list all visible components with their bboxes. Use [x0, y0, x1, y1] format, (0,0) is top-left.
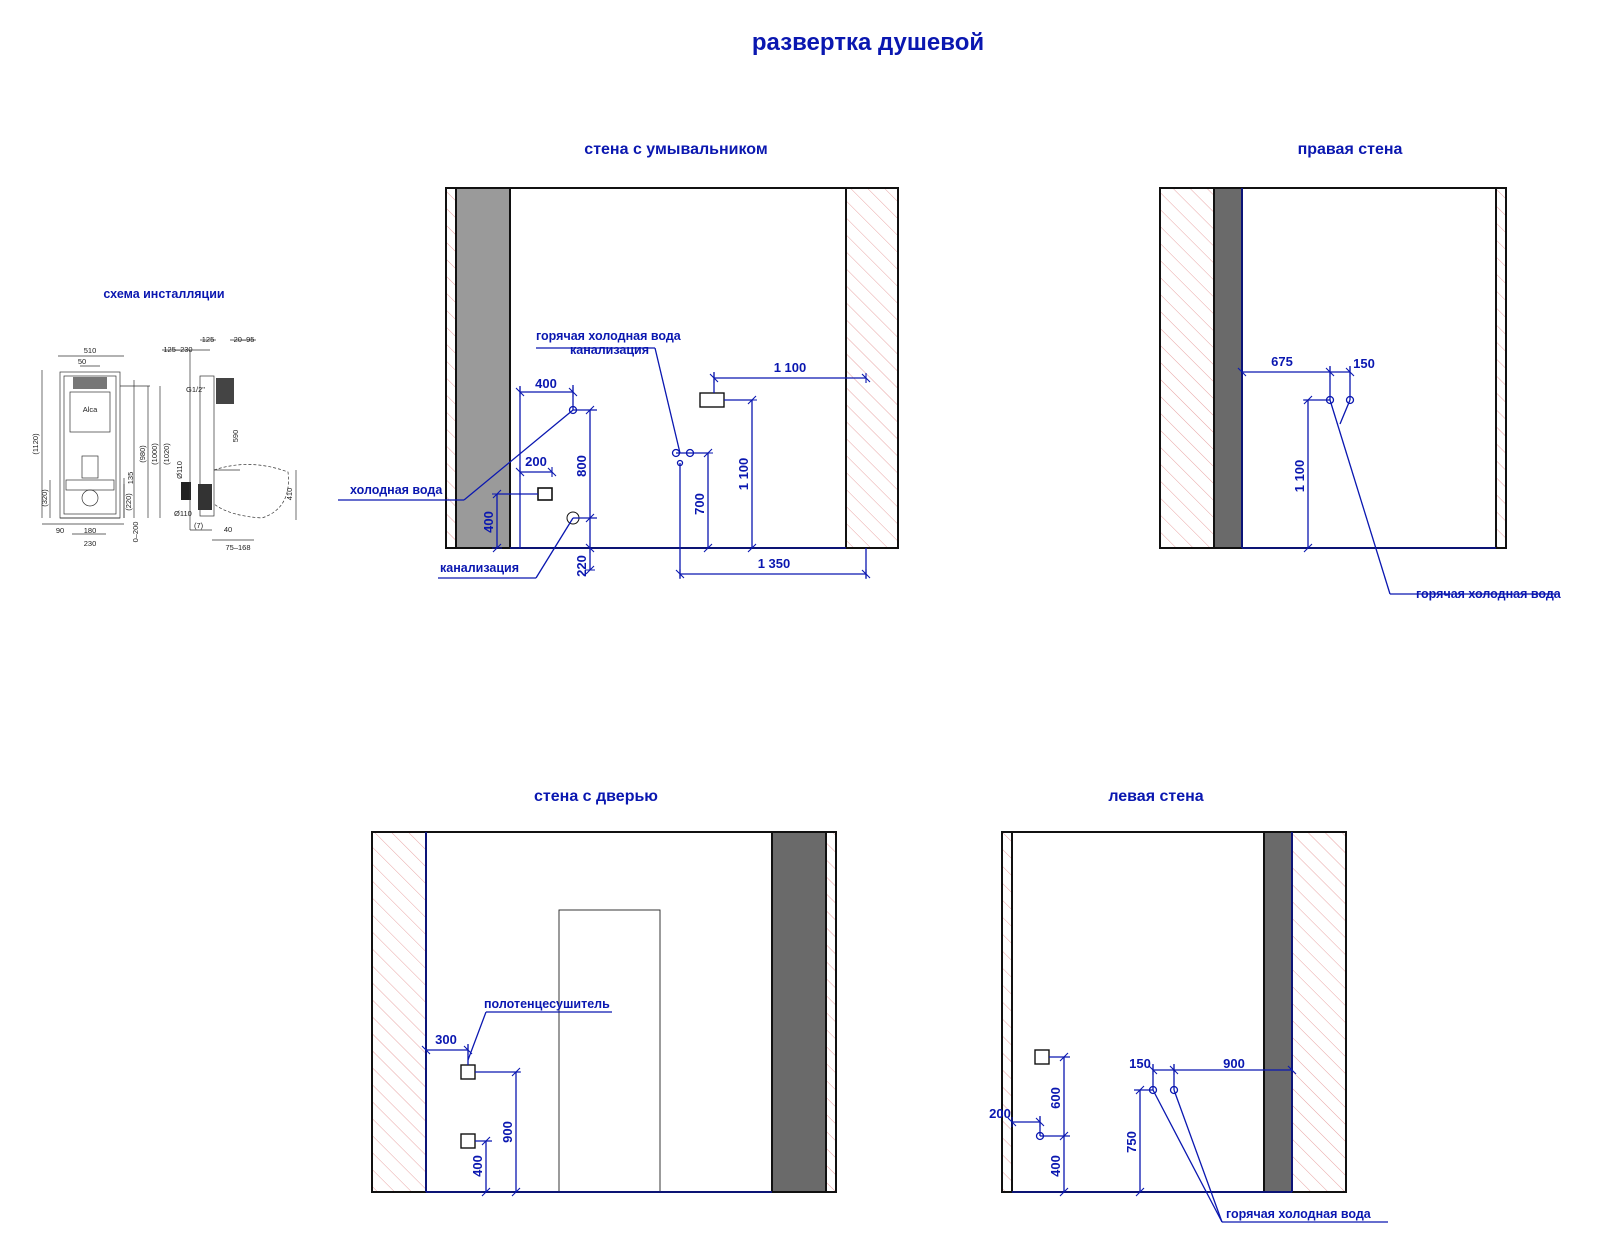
dim-1100-v: 1 100 [736, 458, 751, 491]
install-label-220: (220) [124, 493, 133, 511]
dim-left-150: 150 [1129, 1056, 1151, 1071]
note-sewer-top: канализация [570, 343, 649, 357]
install-label-180: 180 [84, 526, 97, 535]
install-label-0-200: 0–200 [131, 522, 140, 543]
dim-left-750: 750 [1124, 1131, 1139, 1153]
install-label-90: 90 [56, 526, 64, 535]
install-side-view [181, 350, 297, 530]
dim-200: 200 [525, 454, 547, 469]
dim-left-400: 400 [1048, 1155, 1063, 1177]
dim-400-top: 400 [535, 376, 557, 391]
dim-400: 400 [470, 1155, 485, 1177]
note-cold-water: холодная вода [350, 483, 443, 497]
install-label-20-95: 20–95 [234, 335, 255, 344]
install-label-1120: (1120) [31, 433, 40, 455]
wall-left-title: левая стена [1108, 788, 1203, 805]
dim-left-900: 900 [1223, 1056, 1245, 1071]
install-label-d110-a: Ø110 [175, 461, 184, 479]
wall-sink-title: стена с умывальником [584, 141, 767, 158]
install-label-1020: (1020) [162, 443, 171, 465]
install-title: схема инсталляции [103, 287, 224, 301]
install-label-510: 510 [84, 346, 97, 355]
wall-left-elevation: левая стена 150 900 200 600 400 750 [989, 788, 1388, 1223]
install-label-410: 410 [285, 488, 294, 501]
door-opening [558, 909, 661, 1193]
dim-400-side: 400 [481, 511, 496, 533]
note-towel-dryer: полотенцесушитель [484, 997, 610, 1011]
wall-right-title: правая стена [1298, 141, 1403, 158]
dim-900: 900 [500, 1121, 515, 1143]
install-label-1000: (1000) [150, 443, 159, 465]
install-label-125: 125 [202, 335, 215, 344]
install-label-75-168: 75–168 [225, 543, 250, 552]
dim-675: 675 [1271, 354, 1293, 369]
install-label-230: 230 [84, 539, 97, 548]
install-label-7: (7) [194, 521, 204, 530]
install-label-d110-b: Ø110 [174, 509, 192, 518]
install-label-40: 40 [224, 525, 232, 534]
note-left-hot-cold: горячая холодная вода [1226, 1207, 1372, 1221]
install-label-135: 135 [126, 472, 135, 485]
install-brand-logo: Alca [83, 405, 98, 414]
cold-water-outlet-box [537, 487, 553, 501]
install-label-125-230: 125–230 [163, 345, 192, 354]
dim-left-600: 600 [1048, 1087, 1063, 1109]
dim-300: 300 [435, 1032, 457, 1047]
install-label-980: (980) [138, 445, 147, 463]
dim-800: 800 [574, 455, 589, 477]
wall-door-elevation: стена с дверью 300 900 400 полотенцесуши… [371, 788, 837, 1197]
left-socket-box [1034, 1049, 1050, 1065]
wall-right-elevation: правая стена 675 150 1 100 горячая холод… [1159, 141, 1562, 601]
dim-1350: 1 350 [758, 556, 791, 571]
install-label-320: (320) [40, 489, 49, 507]
dim-1100-h: 1 100 [774, 360, 807, 375]
dim-1100: 1 100 [1292, 460, 1307, 493]
note-right-hot-cold: горячая холодная вода [1416, 587, 1562, 601]
page-title: развертка душевой [752, 29, 984, 56]
install-label-590: 590 [231, 430, 240, 443]
install-measure-lines [41, 339, 256, 541]
wall-door-title: стена с дверью [534, 788, 658, 805]
install-frame-front [59, 371, 150, 519]
towel-dryer-socket-bottom [460, 1133, 476, 1149]
note-hot-cold-water: горячая холодная вода [536, 329, 682, 343]
install-label-50: 50 [78, 357, 86, 366]
dim-220: 220 [574, 555, 589, 577]
towel-dryer-socket-top [460, 1064, 476, 1080]
installation-scheme: схема инсталляции [31, 287, 297, 552]
dim-left-200: 200 [989, 1106, 1011, 1121]
dim-150: 150 [1353, 356, 1375, 371]
sink-socket-box [699, 392, 725, 408]
install-label-g12: G1/2" [186, 385, 205, 394]
note-sewer-bottom: канализация [440, 561, 519, 575]
wall-sink-elevation: стена с умывальником [338, 141, 899, 579]
dim-700: 700 [692, 493, 707, 515]
